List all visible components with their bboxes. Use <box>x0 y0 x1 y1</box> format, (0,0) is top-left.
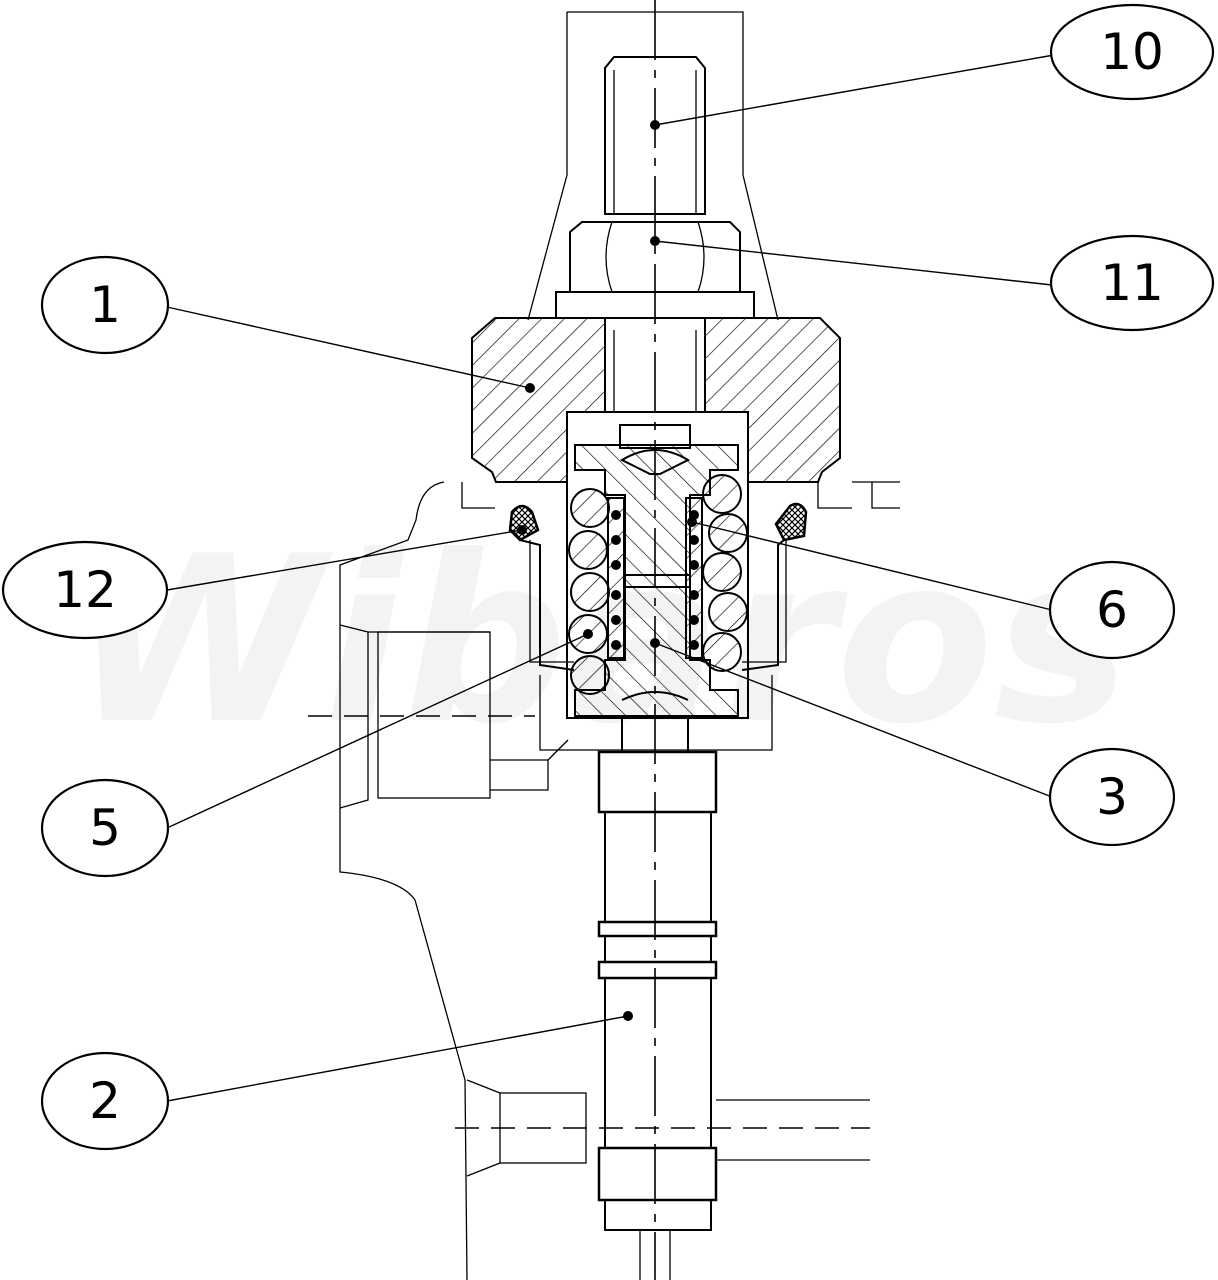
callout-12: 12 <box>1 540 169 640</box>
housing-outline <box>339 11 900 1280</box>
bolt-part-10 <box>604 56 706 215</box>
callout-label-6: 6 <box>1096 581 1128 639</box>
callout-11: 11 <box>1049 234 1215 332</box>
shaft-part-2 <box>597 717 718 1280</box>
callout-10: 10 <box>1049 3 1215 101</box>
lower-port <box>308 715 870 1177</box>
callout-label-5: 5 <box>89 799 121 857</box>
callout-label-11: 11 <box>1100 254 1164 312</box>
callout-5: 5 <box>40 778 170 878</box>
callout-6: 6 <box>1048 560 1176 660</box>
callout-label-2: 2 <box>89 1072 121 1130</box>
callout-label-1: 1 <box>89 276 121 334</box>
callout-1: 1 <box>40 255 170 355</box>
seal-rings <box>508 502 808 671</box>
callout-label-3: 3 <box>1096 768 1128 826</box>
callout-3: 3 <box>1048 747 1176 847</box>
callout-label-10: 10 <box>1100 23 1164 81</box>
callout-label-12: 12 <box>53 561 117 619</box>
callout-leaders <box>166 54 1055 1102</box>
callout-2: 2 <box>40 1051 170 1151</box>
